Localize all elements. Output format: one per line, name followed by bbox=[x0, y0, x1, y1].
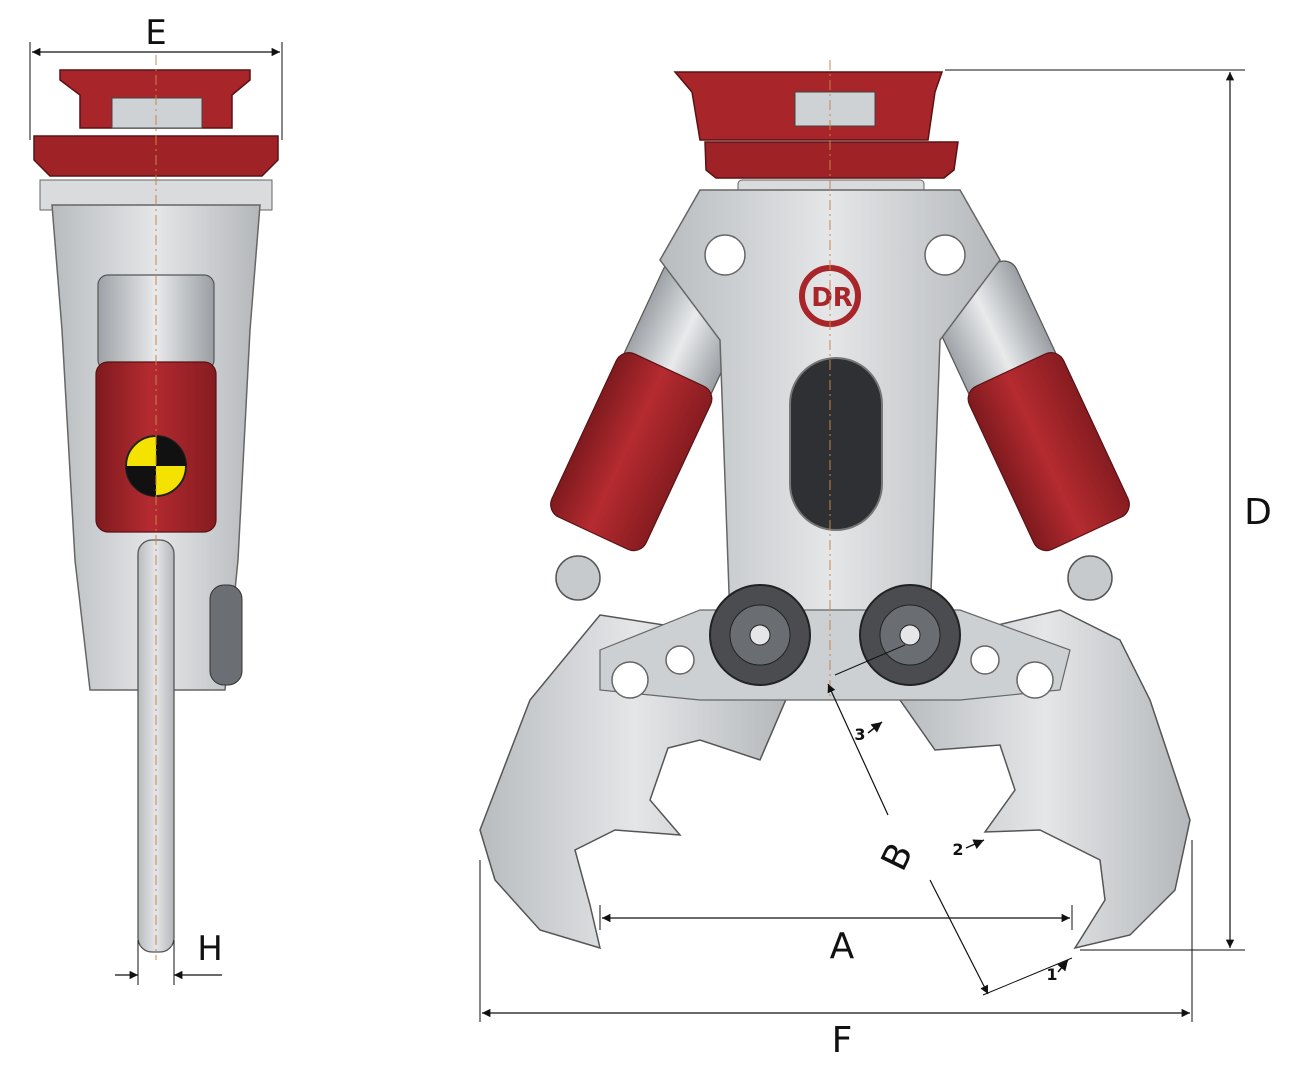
svg-text:DR: DR bbox=[811, 283, 853, 313]
label-b: B bbox=[874, 837, 922, 877]
jaw-hole-left-2 bbox=[665, 645, 695, 675]
jaw-hole-right-2 bbox=[1016, 661, 1054, 699]
front-view: DR bbox=[479, 60, 1191, 950]
svg-text:1: 1 bbox=[1046, 965, 1057, 984]
jaw-hole-right-1 bbox=[970, 645, 1000, 675]
frame-hole-right bbox=[924, 234, 966, 276]
label-a: A bbox=[830, 926, 855, 967]
left-pivot bbox=[555, 555, 601, 601]
svg-text:2: 2 bbox=[952, 840, 963, 859]
right-pivot bbox=[1067, 555, 1113, 601]
side-view bbox=[33, 55, 279, 960]
dimension-e: E bbox=[29, 13, 283, 140]
center-of-gravity-icon bbox=[125, 435, 187, 497]
hub-right bbox=[859, 584, 961, 686]
front-rotator-window bbox=[794, 91, 876, 127]
dimension-h: H bbox=[115, 929, 223, 985]
dimension-d: D bbox=[945, 69, 1272, 951]
point-marker-3: 3 bbox=[854, 721, 883, 744]
label-d: D bbox=[1244, 492, 1272, 533]
label-e: E bbox=[145, 13, 166, 53]
svg-text:3: 3 bbox=[854, 725, 865, 744]
point-marker-1: 1 bbox=[1046, 959, 1069, 984]
label-f: F bbox=[832, 1020, 853, 1061]
jaw-hole-left-1 bbox=[611, 661, 649, 699]
hub-left bbox=[709, 584, 811, 686]
frame-hole-left bbox=[704, 234, 746, 276]
front-rotator-ring bbox=[704, 141, 959, 179]
dimension-a: A bbox=[599, 905, 1073, 967]
frame-window bbox=[789, 357, 883, 531]
dimension-f: F bbox=[479, 840, 1193, 1061]
side-rotator-window bbox=[111, 97, 203, 129]
label-h: H bbox=[197, 929, 223, 969]
side-wheel bbox=[209, 584, 243, 686]
point-marker-2: 2 bbox=[952, 839, 985, 859]
